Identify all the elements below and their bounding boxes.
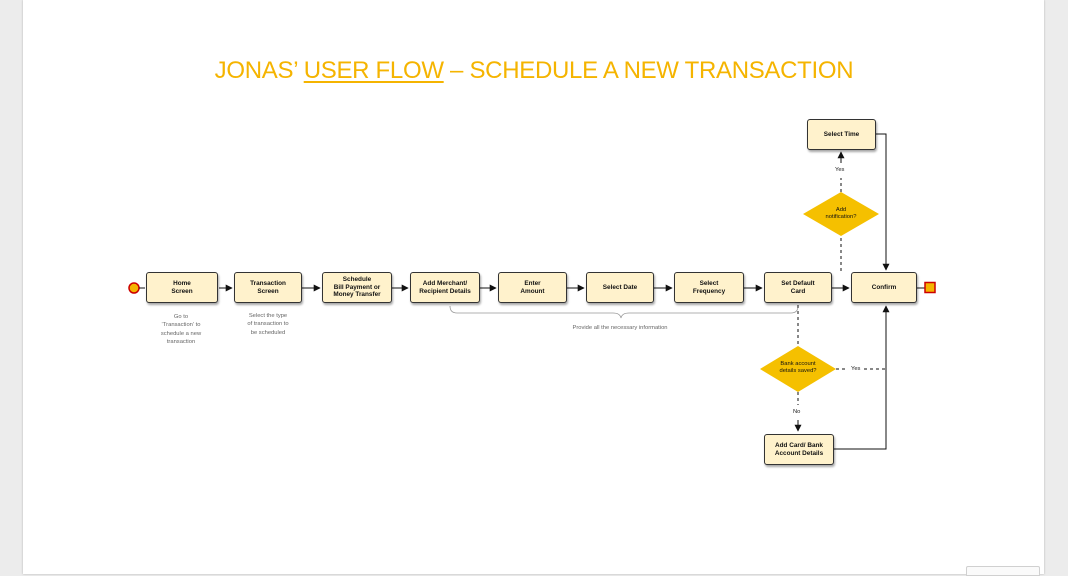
decision-bank-saved xyxy=(760,346,836,392)
title-underlined: USER FLOW xyxy=(303,57,444,84)
node-enter-amount: Enter Amount xyxy=(498,272,567,303)
node-schedule-type: Schedule Bill Payment or Money Transfer xyxy=(322,272,392,303)
note-home: Go to ‘Transaction’ to schedule a new tr… xyxy=(160,314,202,346)
end-node xyxy=(924,281,936,294)
edge-selecttime-confirm xyxy=(876,133,890,271)
title-prefix: JONAS’ xyxy=(214,57,304,84)
info-brace xyxy=(449,305,799,319)
node-default-card: Set Default Card xyxy=(764,272,832,303)
node-transaction-screen: Transaction Screen xyxy=(234,272,302,303)
node-add-card: Add Card/ Bank Account Details xyxy=(764,434,834,465)
node-merchant-details: Add Merchant/ Recipient Details xyxy=(410,272,480,303)
label-bank-yes: Yes xyxy=(851,366,861,372)
node-select-date: Select Date xyxy=(586,272,654,303)
note-provide-info: Provide all the necessary information xyxy=(572,325,668,331)
label-notification-yes: Yes xyxy=(835,167,845,173)
note-transaction: Select the type of transaction to be sch… xyxy=(247,313,289,336)
node-home-screen: Home Screen xyxy=(146,272,218,303)
decision-notification xyxy=(803,192,879,236)
start-node xyxy=(128,282,140,294)
decision-bank-saved-label: Bank account details saved? xyxy=(779,361,817,374)
node-select-time: Select Time xyxy=(807,119,876,150)
title-suffix: – SCHEDULE A NEW TRANSACTION xyxy=(443,57,854,84)
page-corner-tab xyxy=(966,566,1040,576)
label-bank-no: No xyxy=(793,409,801,415)
decision-notification-label: Add notification? xyxy=(825,207,857,220)
edge-addcard-confirm xyxy=(834,305,890,450)
node-confirm: Confirm xyxy=(851,272,917,303)
node-select-frequency: Select Frequency xyxy=(674,272,744,303)
page-title: JONAS’ USER FLOW – SCHEDULE A NEW TRANSA… xyxy=(0,57,1068,85)
